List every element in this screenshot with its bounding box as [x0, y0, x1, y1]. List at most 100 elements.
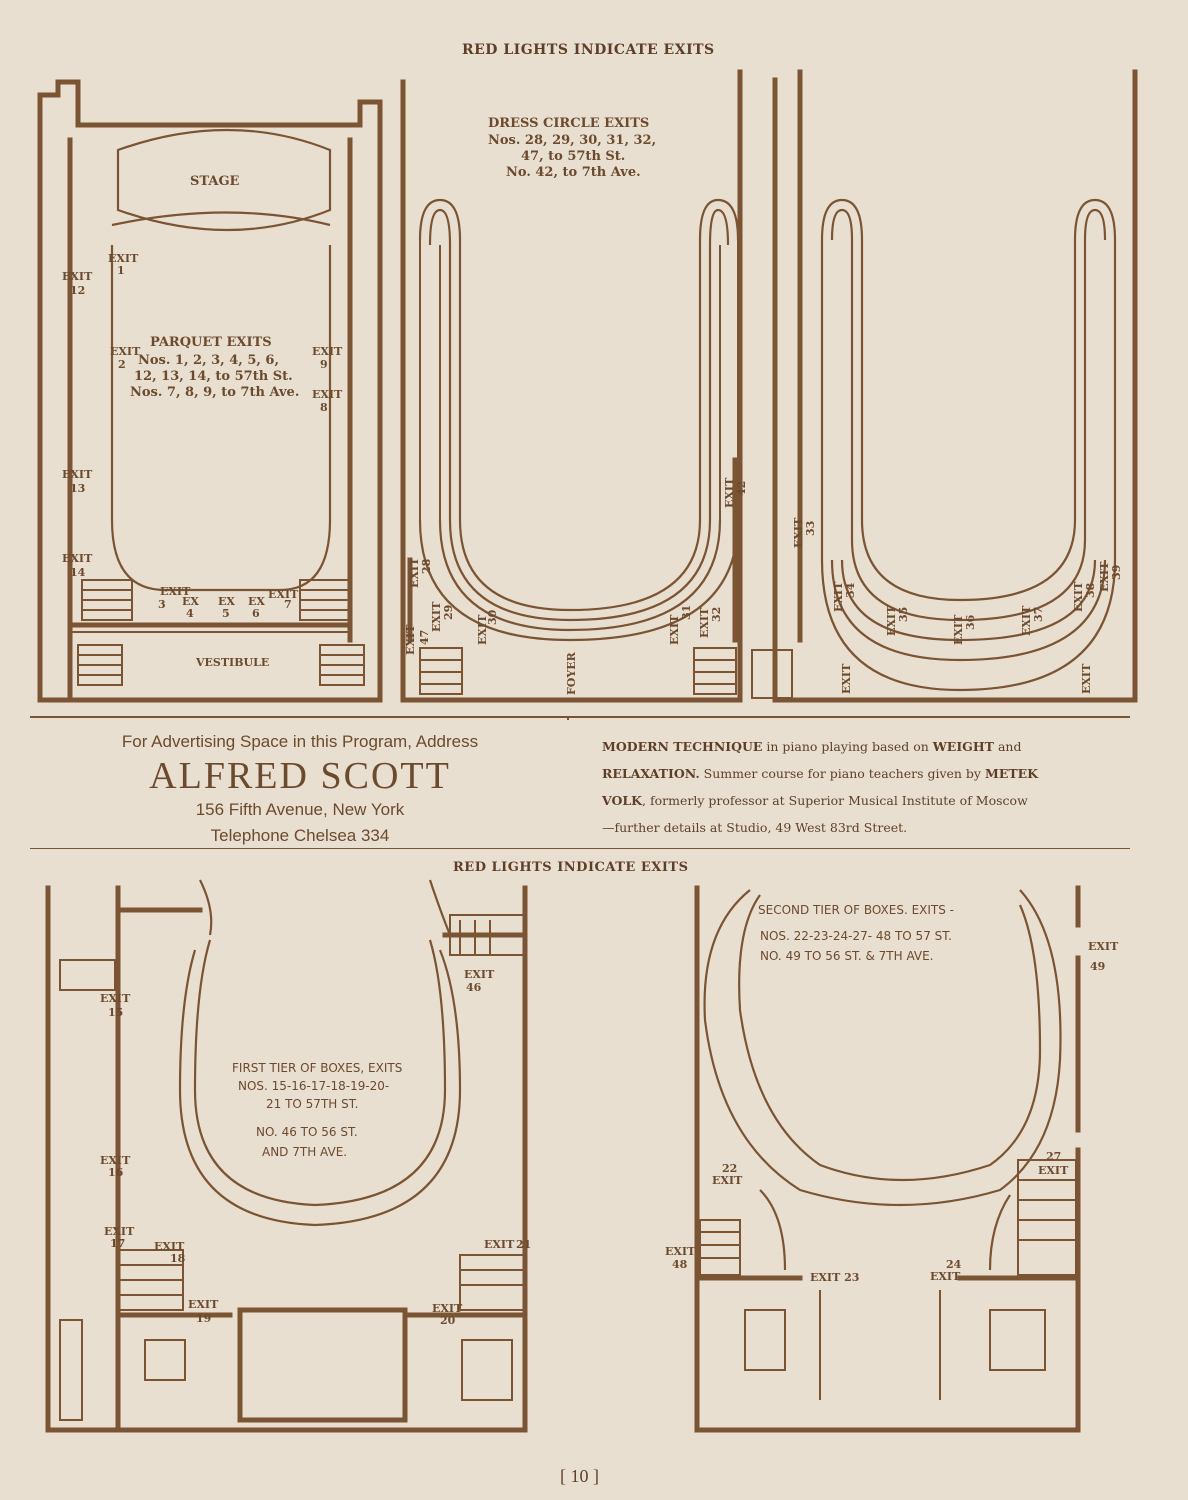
- exit-number: 21: [516, 1238, 531, 1251]
- exit-label: EXIT: [484, 1238, 515, 1251]
- exit-label: EXIT: [188, 1298, 219, 1311]
- exit-number: 38: [1084, 582, 1097, 598]
- exit-label: EXIT: [268, 588, 299, 601]
- exit-label: EXIT: [840, 663, 853, 694]
- advertising-contact: For Advertising Space in this Program, A…: [30, 728, 570, 846]
- exit-label: EX: [218, 595, 235, 608]
- exit-label: EXIT: [476, 614, 489, 645]
- first-tier-line3: 21 TO 57TH ST.: [266, 1097, 358, 1111]
- exit-number: 22: [722, 1162, 737, 1175]
- exit-label: EXIT: [404, 624, 417, 655]
- first-tier-line2: NOS. 15-16-17-18-19-20-: [238, 1079, 389, 1093]
- exit-number: 18: [170, 1252, 186, 1265]
- exit-number: 30: [486, 609, 499, 625]
- exit-label: EXIT: [408, 557, 421, 588]
- dress-circle-line1: Nos. 28, 29, 30, 31, 32,: [488, 133, 656, 148]
- exit-23-label: EXIT 23: [810, 1271, 859, 1284]
- exit-label: EXIT: [464, 968, 495, 981]
- ad-text: and: [993, 739, 1022, 754]
- divider: [30, 848, 1130, 849]
- stage-label: STAGE: [190, 174, 240, 189]
- ad-bold: MODERN TECHNIQUE: [602, 739, 763, 754]
- exit-label: EXIT: [62, 468, 93, 481]
- exit-label: EXIT: [62, 552, 93, 565]
- first-tier-plan: FIRST TIER OF BOXES, EXITS NOS. 15-16-17…: [45, 879, 531, 1433]
- exit-number: 13: [70, 482, 85, 495]
- exit-label: EXIT: [1020, 605, 1033, 636]
- second-tier-line2: NOS. 22-23-24-27- 48 TO 57 ST.: [760, 929, 952, 943]
- ad-bold: RELAXATION.: [602, 766, 700, 781]
- exit-number: 42: [735, 481, 748, 496]
- dress-circle-plan: DRESS CIRCLE EXITS Nos. 28, 29, 30, 31, …: [400, 69, 748, 703]
- exit-number: 28: [420, 558, 433, 574]
- top-heading: RED LIGHTS INDICATE EXITS: [462, 42, 715, 58]
- exit-label: EXIT: [100, 992, 131, 1005]
- exit-number: 35: [897, 607, 910, 622]
- exit-label: EXIT: [1072, 581, 1085, 612]
- exit-number: 1: [117, 264, 125, 277]
- ad-text: in piano playing based on: [762, 739, 933, 754]
- exit-number: 5: [222, 607, 230, 620]
- exit-number: 12: [70, 284, 85, 297]
- second-tier-line1: SECOND TIER OF BOXES. EXITS -: [758, 903, 954, 917]
- vestibule-label: VESTIBULE: [195, 656, 269, 669]
- parquet-plan: STAGE PARQUET EXITS Nos. 1, 2, 3, 4, 5, …: [37, 79, 383, 703]
- exit-label: EXIT: [108, 252, 139, 265]
- ad-text: —further details at Studio, 49 West 83rd…: [602, 820, 908, 835]
- exit-label: EXIT: [792, 517, 805, 548]
- exit-number: 19: [196, 1312, 211, 1325]
- exit-label: EXIT: [312, 388, 343, 401]
- exit-number: 29: [442, 605, 455, 620]
- exit-label: EXIT: [698, 607, 711, 638]
- parquet-line3: Nos. 7, 8, 9, to 7th Ave.: [130, 385, 299, 400]
- exit-label: EXIT: [930, 1270, 961, 1283]
- exit-number: 6: [252, 607, 260, 620]
- ad-address: 156 Fifth Avenue, New York: [195, 800, 405, 819]
- dress-circle-line2: 47, to 57th St.: [521, 149, 625, 164]
- exit-number: 9: [320, 358, 328, 371]
- exit-number: 39: [1110, 565, 1123, 580]
- exit-number: 37: [1032, 607, 1045, 622]
- ad-bold: VOLK: [602, 793, 643, 808]
- exit-number: 2: [118, 358, 126, 371]
- dress-circle-title: DRESS CIRCLE EXITS: [488, 116, 649, 131]
- first-tier-line4: NO. 46 TO 56 ST.: [256, 1125, 358, 1139]
- ad-bold: WEIGHT: [932, 739, 994, 754]
- exit-label: EXIT: [832, 581, 845, 612]
- exit-number: 16: [108, 1166, 124, 1179]
- exit-label: EX: [182, 595, 199, 608]
- parquet-line2: 12, 13, 14, to 57th St.: [134, 369, 293, 384]
- exit-number: 27: [1046, 1150, 1061, 1163]
- exit-label: EXIT: [1098, 561, 1111, 592]
- page-number: [ 10 ]: [560, 1466, 599, 1486]
- floor-plans-top: STAGE PARQUET EXITS Nos. 1, 2, 3, 4, 5, …: [30, 69, 1138, 720]
- exit-label: EXIT: [154, 1240, 185, 1253]
- foyer-label: FOYER: [565, 651, 578, 695]
- exit-number: 34: [844, 582, 857, 598]
- exit-label: EXIT: [100, 1154, 131, 1167]
- ad-intro: For Advertising Space in this Program, A…: [121, 732, 479, 751]
- parquet-title: PARQUET EXITS: [150, 335, 272, 350]
- exit-label: EXIT: [312, 345, 343, 358]
- exit-label: EXIT: [62, 270, 93, 283]
- exit-label: EXIT: [952, 614, 965, 645]
- parquet-line1: Nos. 1, 2, 3, 4, 5, 6,: [138, 353, 279, 368]
- balcony-plan: EXIT 33 EXIT 34 EXIT 35 EXIT 36 EXIT 37 …: [751, 69, 1138, 703]
- exit-number: 8: [320, 401, 328, 414]
- exit-label: EXIT: [430, 601, 443, 632]
- exit-label: EXIT: [885, 605, 898, 636]
- exit-label: EXIT: [110, 345, 141, 358]
- exit-number: 17: [110, 1237, 125, 1250]
- exit-number: 47: [418, 630, 431, 645]
- second-tier-plan: SECOND TIER OF BOXES. EXITS - NOS. 22-23…: [665, 885, 1119, 1433]
- ad-bold: METEK: [984, 766, 1039, 781]
- first-tier-line5: AND 7TH AVE.: [262, 1145, 347, 1159]
- exit-label: EXIT: [723, 477, 736, 508]
- exit-label: EXIT: [665, 1245, 696, 1258]
- piano-advertisement: MODERN TECHNIQUE in piano playing based …: [602, 733, 1122, 841]
- exit-number: 3: [158, 598, 166, 611]
- dress-circle-line3: No. 42, to 7th Ave.: [506, 165, 641, 180]
- exit-number: 36: [964, 614, 977, 630]
- exit-label: EXIT: [432, 1302, 463, 1315]
